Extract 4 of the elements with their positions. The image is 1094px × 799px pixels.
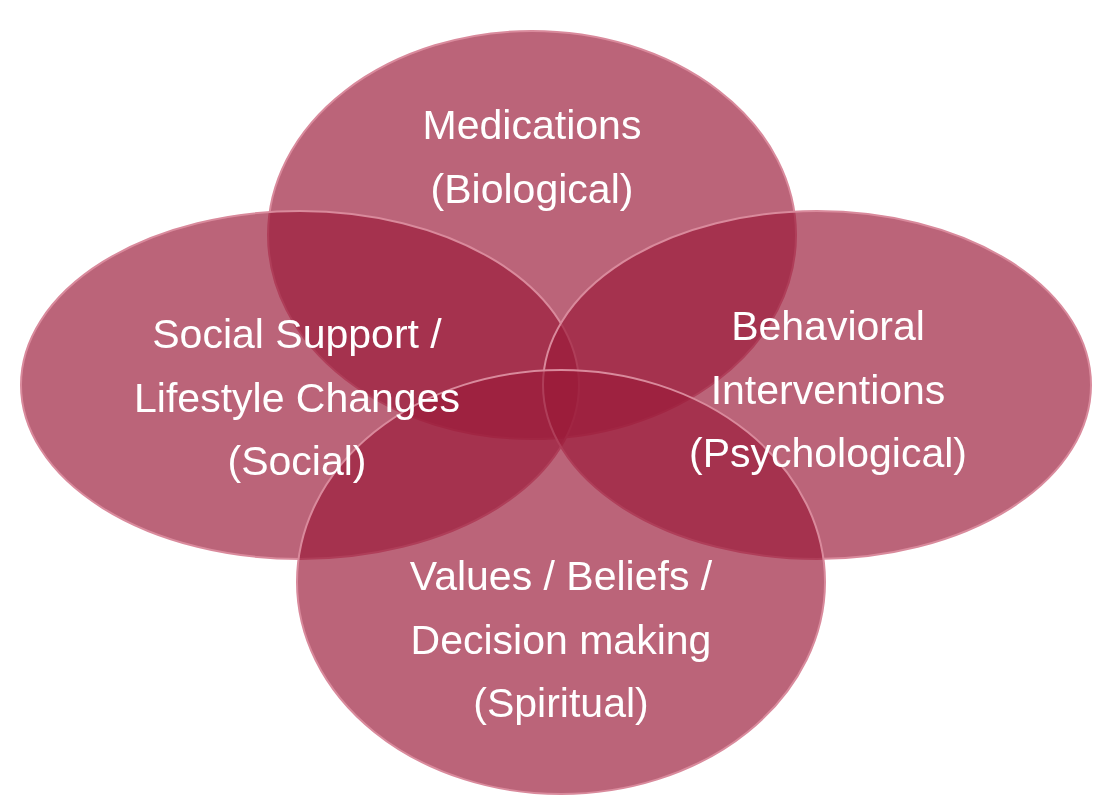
ellipse-label: Behavioral Interventions (Psychological) xyxy=(688,301,968,478)
ellipse-label: Values / Beliefs / Decision making (Spiritual) xyxy=(408,551,714,728)
ellipse-label: Medications (Biological) xyxy=(421,101,643,214)
ellipse-label: Social Support / Lifestyle Changes (Social) xyxy=(133,309,461,486)
